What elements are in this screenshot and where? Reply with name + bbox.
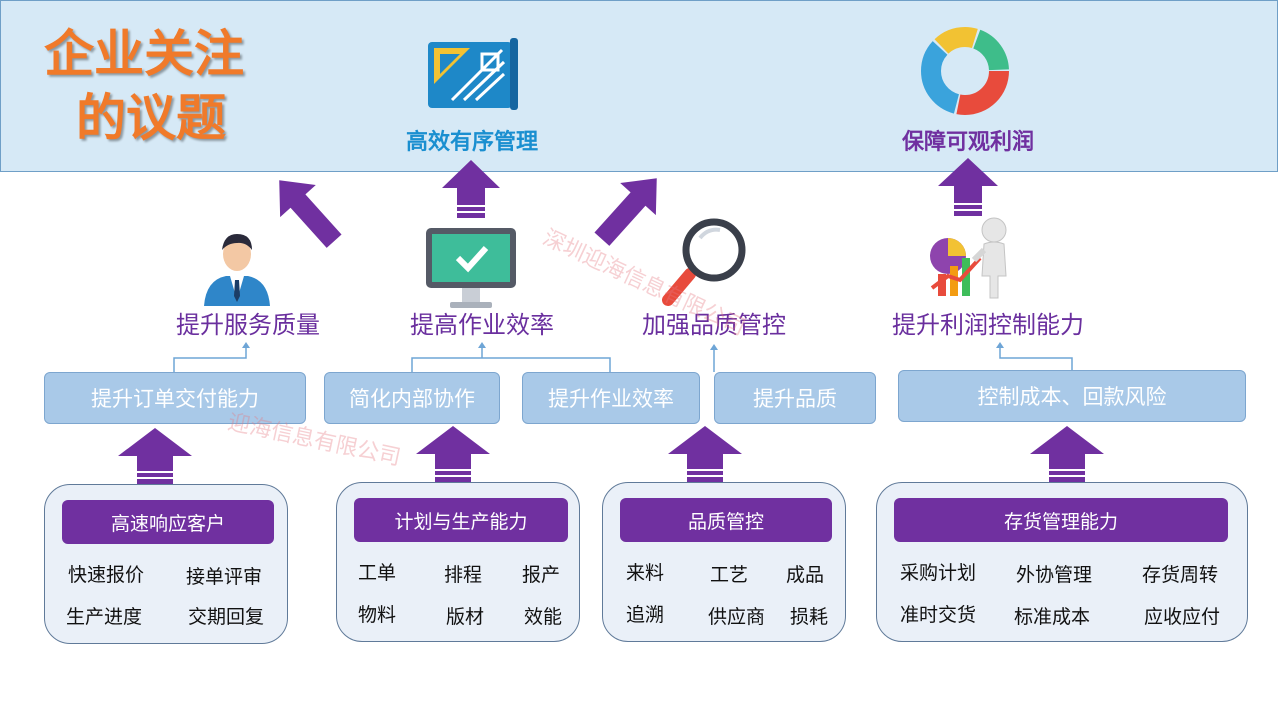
list-item: 来料 [626,562,665,584]
card-title-quality-control: 品质管控 [620,498,832,542]
page-title-line2: 的议题 [76,89,226,147]
card-title-inventory-management: 存货管理能力 [894,498,1228,542]
goal-profit-assurance: 保障可观利润 [901,130,1034,155]
sub-box-internal-collaboration: 简化内部协作 [324,372,500,424]
sub-box-cost-risk: 控制成本、回款风险 [898,370,1246,422]
arrow-up-card-4 [1030,426,1104,482]
list-item: 成品 [786,564,825,586]
list-item: 接单评审 [186,566,263,588]
list-item: 排程 [444,564,483,586]
list-item: 生产进度 [66,606,143,628]
sub-box-work-efficiency: 提升作业效率 [522,372,700,424]
page-title-line1: 企业关注 [44,25,244,83]
list-item: 供应商 [708,606,766,628]
list-item: 标准成本 [1014,606,1091,628]
mid-label-work-efficiency: 提高作业效率 [410,311,554,339]
list-item: 外协管理 [1016,564,1093,586]
list-item: 损耗 [790,606,829,628]
goal-efficient-management: 高效有序管理 [405,130,538,155]
list-item: 采购计划 [900,562,977,584]
list-item: 快速报价 [68,564,145,586]
list-item: 物料 [358,604,397,626]
list-item: 效能 [524,606,563,628]
arrow-up-card-2 [416,426,490,482]
mid-label-profit-control: 提升利润控制能力 [892,311,1084,339]
magnifier-icon [662,218,746,306]
monitor-check-icon [426,228,516,308]
sub-box-quality: 提升品质 [714,372,876,424]
list-item: 准时交货 [900,604,977,626]
top-banner [0,0,1278,172]
arrow-up-center [442,160,500,218]
donut-chart-icon [921,27,1009,115]
list-item: 应收应付 [1144,606,1221,628]
arrow-up-profit [938,158,998,216]
list-item: 存货周转 [1142,564,1219,586]
card-title-customer-response: 高速响应客户 [62,500,274,544]
arrow-up-card-3 [668,426,742,482]
mid-label-quality-control: 加强品质管控 [642,311,786,339]
list-item: 报产 [522,564,561,586]
person-with-chart-icon [930,217,1007,299]
arrow-diagonal-left [279,180,342,248]
arrow-up-card-1 [118,428,192,484]
list-item: 工单 [358,562,397,584]
blueprint-ruler-icon [428,38,518,110]
list-item: 版材 [446,606,485,628]
businessman-icon [204,234,270,306]
list-item: 追溯 [626,604,665,626]
arrow-diagonal-right [594,178,657,246]
card-title-planning-production: 计划与生产能力 [354,498,568,542]
list-item: 交期回复 [188,606,265,628]
list-item: 工艺 [710,564,749,586]
sub-box-order-delivery: 提升订单交付能力 [44,372,306,424]
mid-label-service-quality: 提升服务质量 [176,311,320,339]
